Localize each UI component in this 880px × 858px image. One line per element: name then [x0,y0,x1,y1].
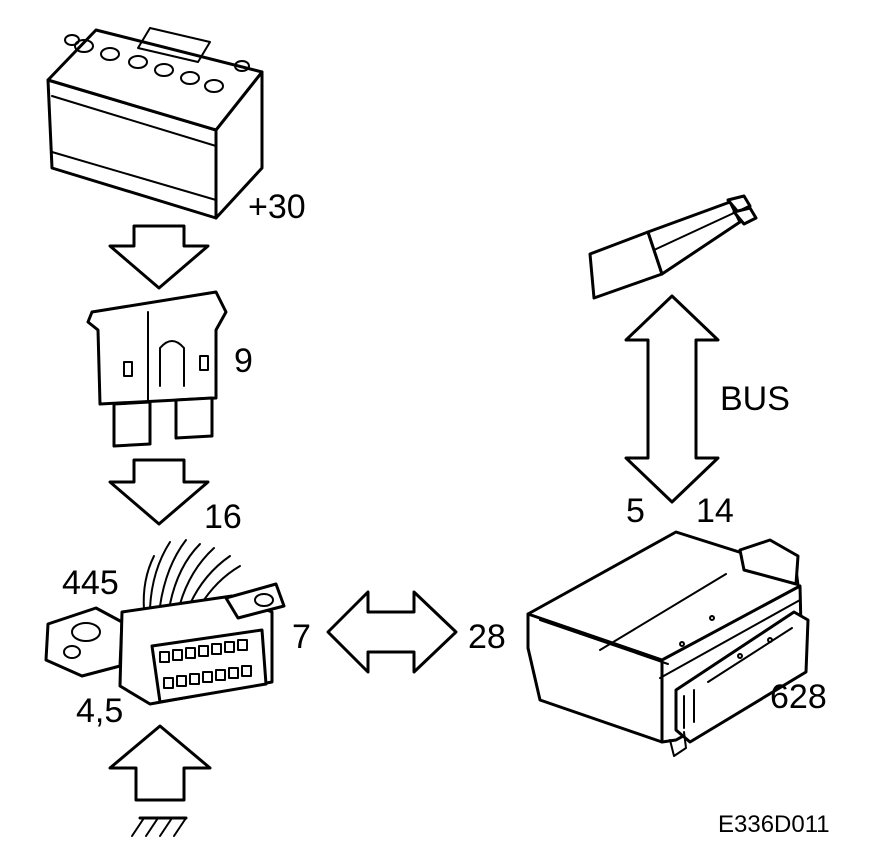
arrow-up-icon [108,724,212,802]
label-battery-terminal: +30 [248,188,306,226]
battery-icon [46,27,264,220]
bus-cable-icon [588,194,758,300]
wire-bundle-icon [142,539,241,611]
label-bus-pin-5: 5 [626,492,645,530]
label-wire-16: 16 [204,498,242,536]
label-ground-pins: 4,5 [76,692,123,730]
label-wire-445: 445 [62,564,119,602]
ground-icon [131,816,188,837]
label-module-pin: 28 [468,618,506,656]
arrow-down-icon [108,458,210,526]
label-connector-pin: 7 [292,618,311,656]
label-bus: BUS [720,380,790,418]
obd-connector-icon [44,582,286,706]
label-fuse: 9 [234,342,253,380]
arrow-down-icon [108,224,210,290]
double-arrow-vertical-icon [624,294,720,504]
control-module-icon [526,530,810,757]
label-bus-pin-14: 14 [696,492,734,530]
label-module: 628 [770,678,827,716]
fuse-icon [86,290,228,448]
double-arrow-horizontal-icon [326,590,458,674]
figure-code: E336D011 [718,811,830,838]
